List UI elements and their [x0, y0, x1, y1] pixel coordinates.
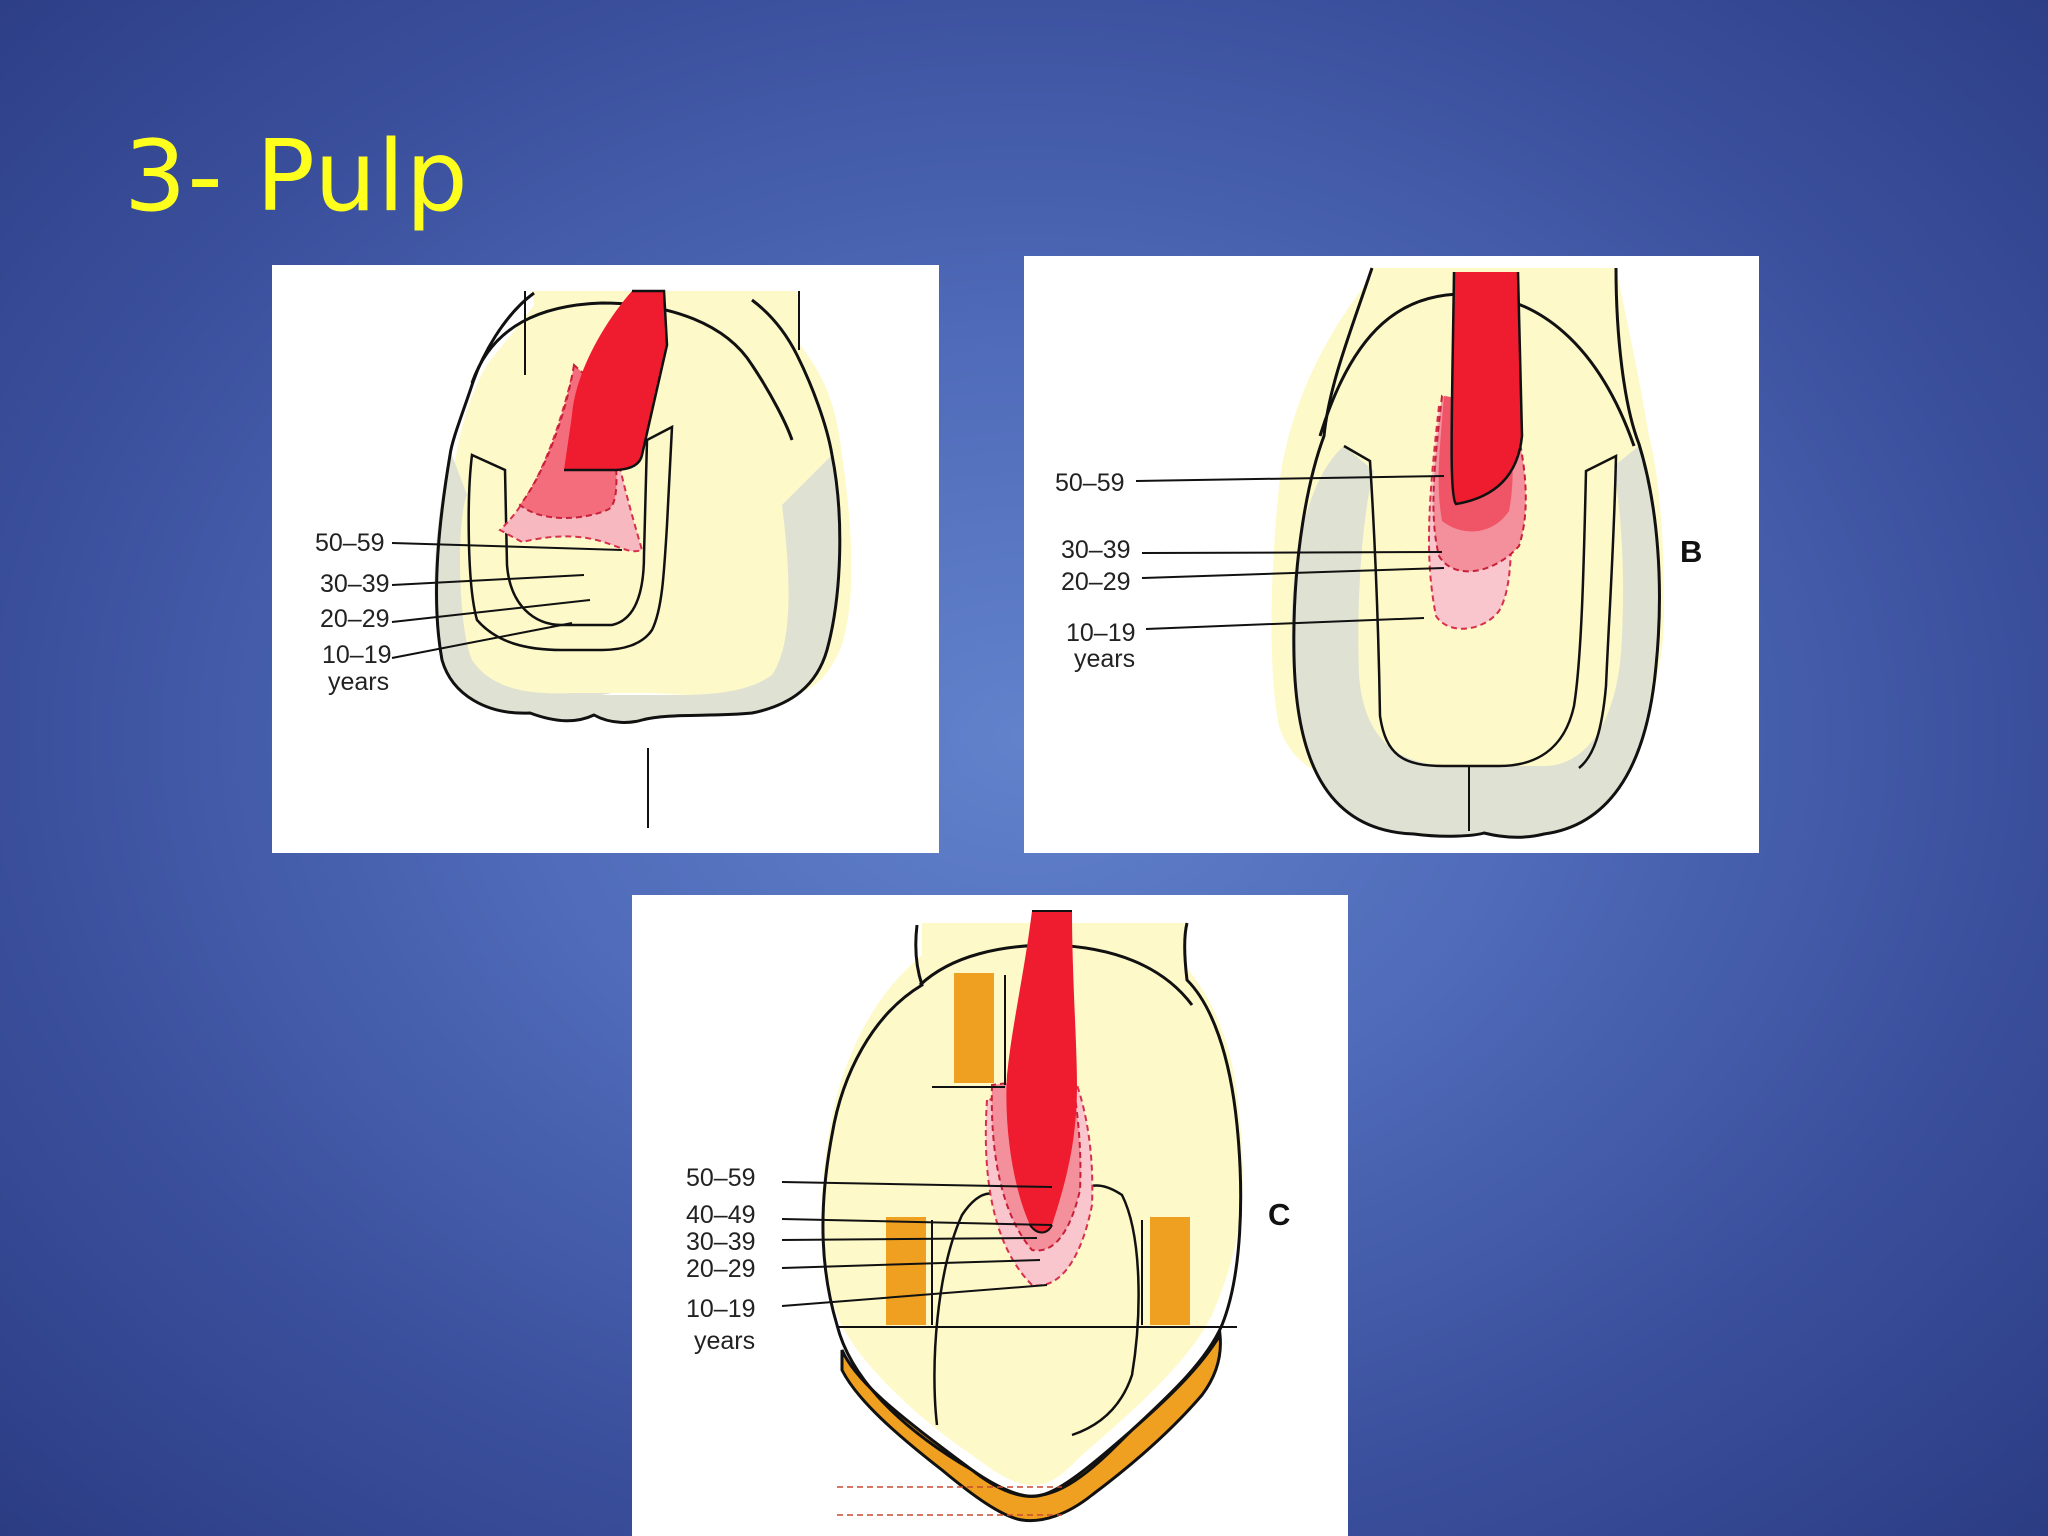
leader-line-20-29 [1141, 567, 1445, 579]
pulp-canal [1006, 911, 1077, 1233]
age-label-30-39: 30–39 [686, 1228, 756, 1256]
leader-line-50-59 [1135, 475, 1445, 482]
leader-line-30-39 [391, 574, 585, 586]
age-label-10-19: 10–19 [322, 641, 392, 669]
age-label-50-59: 50–59 [1055, 469, 1125, 497]
age-label-30-39: 30–39 [320, 570, 390, 598]
leader-line-40-49 [781, 1218, 1053, 1226]
tooth-diagram-c: 50–59 40–49 30–39 20–29 10–19 years C [686, 910, 1290, 1523]
secondary-dentin-bar-top [954, 973, 994, 1083]
leader-line-10-19 [391, 622, 573, 659]
figure-b-panel: 50–59 30–39 20–29 10–19 years B [1024, 256, 1759, 853]
figure-c-panel: 50–59 40–49 30–39 20–29 10–19 years C [632, 895, 1348, 1536]
age-label-30-39: 30–39 [1061, 536, 1131, 564]
cej-curve [470, 301, 794, 441]
leader-line-20-29 [391, 599, 591, 623]
secondary-dentin-bar-left [886, 1217, 926, 1325]
leader-line-50-59 [781, 1181, 1053, 1188]
pulp-canal-outline [1450, 271, 1524, 506]
years-label: years [694, 1327, 755, 1355]
age-label-10-19: 10–19 [686, 1295, 756, 1323]
pulp-canal [564, 291, 667, 470]
slide-title: 3- Pulp [124, 120, 469, 234]
leader-line-30-39 [781, 1237, 1038, 1241]
pulp-canal-outline [564, 289, 669, 472]
dentin-layer [447, 291, 852, 698]
pulp-canal [1451, 272, 1522, 504]
tooth-outline [821, 922, 1243, 1498]
tooth-outline [1292, 267, 1661, 839]
age-label-20-29: 20–29 [320, 605, 390, 633]
figure-a-panel: 50–59 30–39 20–29 10–19 years [272, 265, 939, 853]
age-label-20-29: 20–29 [686, 1255, 756, 1283]
age-label-40-49: 40–49 [686, 1201, 756, 1229]
age-label-50-59: 50–59 [686, 1164, 756, 1192]
pulp-chamber-outline [1343, 444, 1618, 769]
secondary-dentin-bar-right [1150, 1217, 1190, 1325]
leader-line-30-39 [1141, 551, 1443, 554]
tooth-diagram-a: 50–59 30–39 20–29 10–19 years [315, 289, 852, 828]
enamel-shell [1291, 446, 1659, 837]
leader-line-10-19 [781, 1284, 1048, 1307]
leader-line-50-59 [391, 542, 623, 551]
leader-line-10-19 [1145, 617, 1425, 630]
age-label-20-29: 20–29 [1061, 568, 1131, 596]
age-label-10-19: 10–19 [1066, 619, 1136, 647]
age-label-50-59: 50–59 [315, 529, 385, 557]
years-label: years [328, 668, 389, 696]
pulp-canal-outline [1029, 910, 1072, 1234]
enamel-shell [434, 450, 840, 723]
tooth-outline [435, 291, 842, 724]
years-label: years [1074, 645, 1135, 673]
tooth-diagram-b: 50–59 30–39 20–29 10–19 years B [1055, 267, 1702, 839]
figure-letter: C [1268, 1197, 1290, 1232]
leader-line-20-29 [781, 1259, 1041, 1269]
figure-letter: B [1680, 534, 1702, 569]
